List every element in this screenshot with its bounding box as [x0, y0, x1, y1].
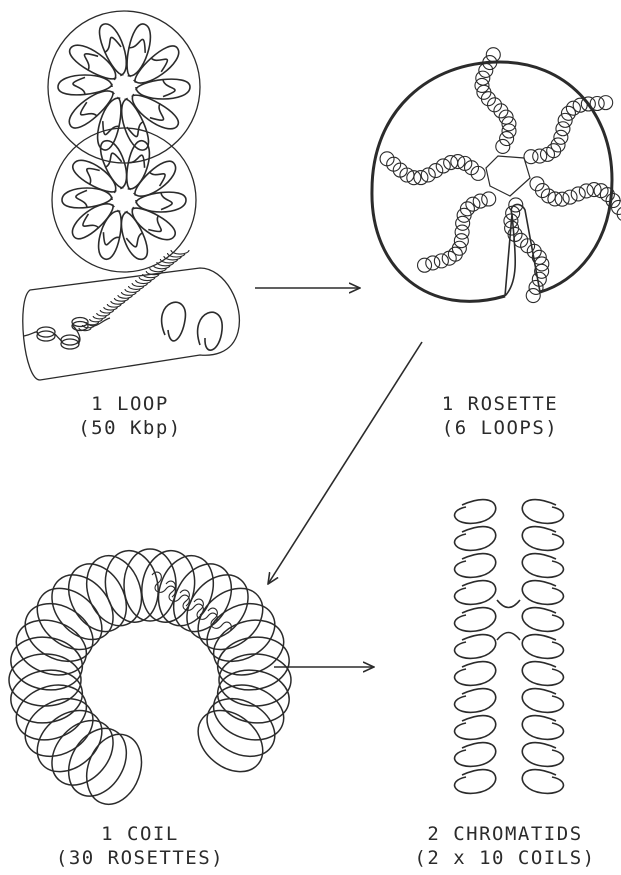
- coil-ring: [77, 548, 150, 633]
- coil-ring: [197, 687, 285, 768]
- coil-ring: [213, 665, 293, 729]
- caption-loop: 1 LOOP (50 Kbp): [30, 392, 230, 440]
- loop-petal: [101, 141, 127, 189]
- caption-rosette-detail: (6 LOOPS): [400, 416, 600, 440]
- coil-detail-loop: [166, 581, 189, 606]
- caption-coil-detail: (30 ROSETTES): [20, 846, 260, 870]
- coil-ring: [15, 592, 103, 673]
- loop-petal-inner: [87, 168, 100, 184]
- rosette-illustration: [372, 48, 621, 303]
- coil-ring: [124, 549, 176, 621]
- coil-illustration: [7, 546, 294, 812]
- coil-detail-loop: [180, 590, 203, 615]
- coil-detail-loop: [194, 599, 217, 624]
- chromatid-right: [522, 500, 563, 794]
- caption-rosette: 1 ROSETTE (6 LOOPS): [400, 392, 600, 440]
- coil-ring: [57, 718, 138, 806]
- loop-petal-inner: [104, 37, 121, 52]
- loop-end-curls: [162, 302, 223, 350]
- loop-petal-inner: [161, 192, 172, 210]
- loop-lower-petals: [62, 141, 186, 260]
- loop-upper-petals: [58, 24, 190, 150]
- loop-petal-inner: [105, 153, 122, 167]
- loop-petal-inner: [81, 102, 98, 116]
- caption-loop-title: 1 LOOP: [30, 392, 230, 416]
- loop-petal: [134, 161, 176, 196]
- coil-rosette-detail: [152, 572, 231, 633]
- chromatid-helix: [455, 500, 496, 794]
- coil-ring: [7, 632, 87, 696]
- loop-petal: [134, 46, 179, 83]
- chromatin-fiber-tube: [23, 268, 240, 380]
- loop-petal-inner: [163, 79, 175, 97]
- loop-petal: [100, 24, 127, 76]
- loop-petal-inner: [149, 172, 165, 186]
- loop-petal: [121, 211, 147, 259]
- caption-rosette-title: 1 ROSETTE: [400, 392, 600, 416]
- chromatid-helix: [522, 500, 563, 794]
- loop-petal-inner: [76, 190, 87, 208]
- rosette-loop-coil: [524, 96, 613, 164]
- rosette-center: [486, 156, 530, 196]
- rosette-loop-coil: [418, 192, 496, 272]
- caption-coil-title: 1 COIL: [20, 822, 260, 846]
- coil-ring: [197, 592, 285, 673]
- caption-chromatids: 2 CHROMATIDS (2 x 10 COILS): [395, 822, 615, 870]
- caption-coil: 1 COIL (30 ROSETTES): [20, 822, 260, 870]
- coil-ring: [7, 665, 87, 729]
- rosette-loop-coil: [380, 152, 485, 185]
- coil-rosette-rings: [7, 546, 294, 812]
- caption-chromatids-detail: (2 x 10 COILS): [395, 846, 615, 870]
- loop-petal-inner: [151, 58, 168, 72]
- loop-petal: [127, 24, 150, 77]
- coil-ring: [57, 554, 138, 642]
- coil-ring: [15, 687, 103, 768]
- loop-petal-inner: [148, 215, 161, 231]
- loop-petal-inner: [150, 103, 164, 120]
- loop-petal: [69, 91, 114, 128]
- loop-petal: [99, 210, 122, 259]
- chromatid-left: [455, 500, 496, 794]
- centromere: [497, 600, 520, 640]
- loop-illustration: [23, 11, 240, 380]
- loop-petal-inner: [84, 54, 98, 71]
- chromatids-illustration: [455, 500, 564, 794]
- loop-petal-inner: [126, 233, 143, 247]
- loop-upper-circle: [48, 11, 200, 163]
- loop-lower-circle: [52, 128, 196, 272]
- loop-petal-inner: [73, 77, 85, 95]
- loop-petal-inner: [83, 214, 99, 228]
- coil-ring: [77, 727, 150, 812]
- coil-ring: [213, 632, 293, 696]
- solenoid-turns: [79, 250, 189, 331]
- arrow-rosette-to-coil: [268, 342, 422, 584]
- loop-petal: [98, 97, 121, 150]
- caption-chromatids-title: 2 CHROMATIDS: [395, 822, 615, 846]
- loop-petal: [72, 204, 114, 239]
- solenoid-fiber: [79, 250, 189, 331]
- caption-loop-detail: (50 Kbp): [30, 416, 230, 440]
